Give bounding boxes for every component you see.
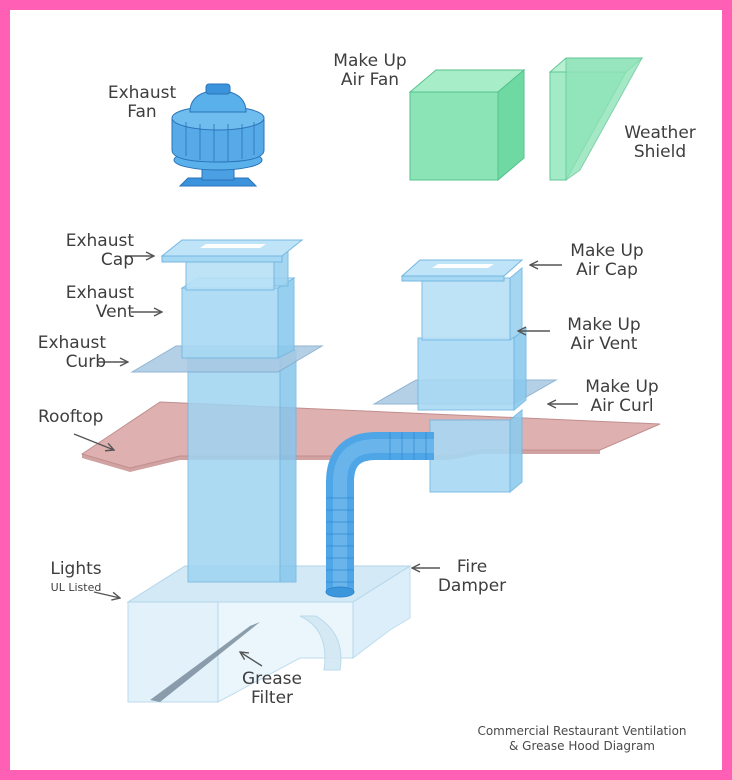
flex-duct <box>325 432 434 598</box>
label-make-up-air-curl: Make Up Air Curl <box>585 377 659 416</box>
callout-arrows <box>73 256 578 667</box>
label-fire-damper: Fire Damper <box>437 557 507 596</box>
grease-filter-panel <box>150 622 260 702</box>
make-up-air-duct <box>372 259 558 494</box>
make-up-air-fan-icon <box>408 68 526 182</box>
label-make-up-air-vent: Make Up Air Vent <box>567 315 641 354</box>
arrow-lights <box>93 591 120 598</box>
label-rooftop: Rooftop <box>38 407 104 427</box>
label-exhaust-curb: Exhaust Curb <box>37 333 106 372</box>
exhaust-fan-icon <box>171 83 265 187</box>
label-grease-filter: Grease Filter <box>242 669 302 708</box>
label-exhaust-fan: Exhaust Fan <box>107 83 177 122</box>
arrow-rooftop <box>73 433 114 450</box>
ventilation-diagram <box>73 57 661 703</box>
exhaust-duct <box>130 239 324 583</box>
weather-shield-icon <box>548 57 644 181</box>
arrow-grease-filter <box>240 652 263 667</box>
label-make-up-air-cap: Make Up Air Cap <box>570 241 644 280</box>
label-exhaust-vent: Exhaust Vent <box>65 283 134 322</box>
diagram-caption: Commercial Restaurant Ventilation & Grea… <box>477 724 687 753</box>
diagram-frame: Exhaust Fan Make Up Air Fan Weather Shie… <box>10 10 722 770</box>
label-lights: Lights <box>50 559 102 579</box>
label-ul-listed: UL Listed <box>50 581 102 594</box>
label-weather-shield: Weather Shield <box>624 123 696 162</box>
label-make-up-air-fan: Make Up Air Fan <box>333 51 407 90</box>
label-exhaust-cap: Exhaust Cap <box>65 231 134 270</box>
